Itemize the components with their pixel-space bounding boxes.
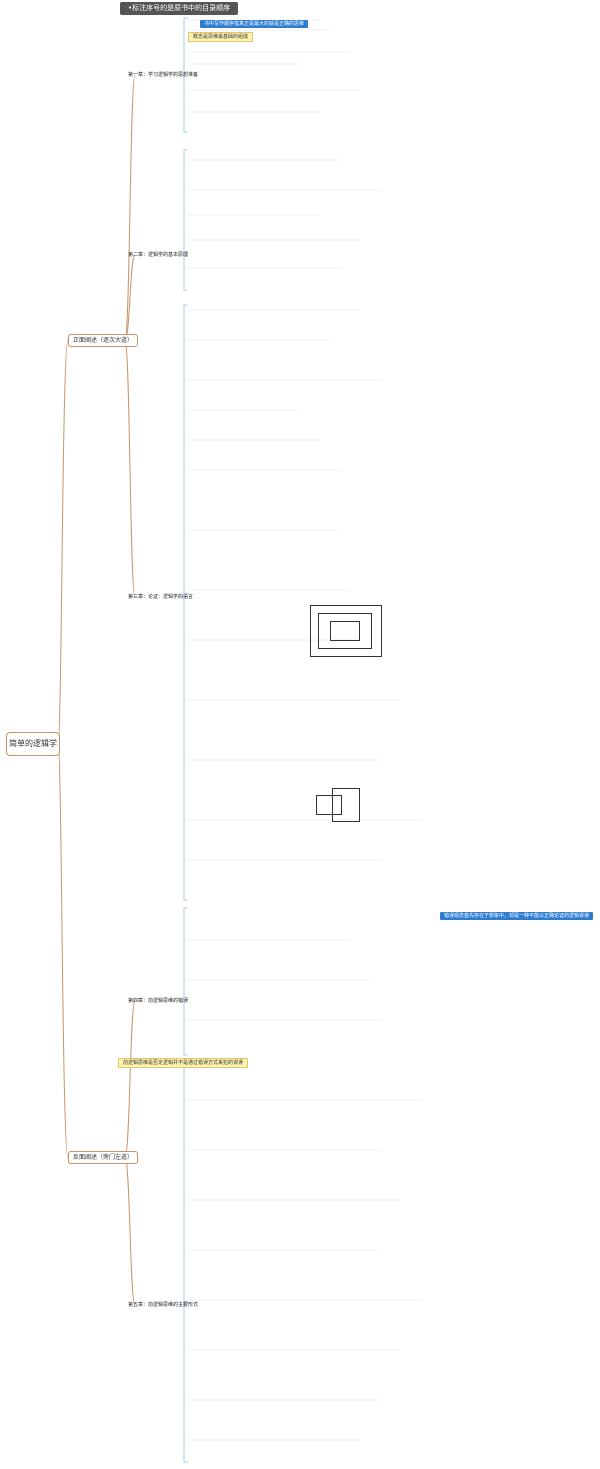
chapter-node-4[interactable]: 第四章：前逻辑思维的错误	[128, 998, 189, 1004]
venn-diagram-outer	[310, 605, 382, 657]
venn-diagram-middle	[318, 613, 372, 649]
part-node-positive[interactable]: 正面阐述（逐次大道）	[68, 334, 139, 347]
note-blue-top: 书中写作顺序指真正是最大的就是正确的思维	[200, 20, 309, 28]
note-yellow-top: 概念是思维最基础的组成	[188, 32, 254, 42]
chapter-node-5[interactable]: 第五章：前逻辑思维的主要形式	[128, 1302, 199, 1308]
header-banner: •标注序号的是原书中的目录顺序	[120, 2, 239, 15]
note-yellow-mid: 前逻辑思维是否定逻辑并不是通过错误方式来犯的谬误	[118, 1058, 249, 1068]
overlap-diagram-left	[316, 795, 342, 815]
chapter-node-3[interactable]: 第三章：论证：逻辑学的语言	[128, 594, 194, 600]
chapter-node-2[interactable]: 第二章：逻辑学的基本原理	[128, 252, 189, 258]
root-node[interactable]: 简单的逻辑学	[6, 732, 60, 756]
chapter-node-1[interactable]: 第一章：学习逻辑学的思想准备	[128, 72, 199, 78]
note-blue-mid: 错误观念首先存在于想象中，却是一种不能以正确论证的逻辑谬误	[440, 912, 594, 920]
overlap-diagram-right	[332, 788, 360, 822]
part-node-negative[interactable]: 反面阐述（旁门左道）	[68, 1151, 139, 1164]
venn-diagram-inner	[330, 621, 360, 641]
